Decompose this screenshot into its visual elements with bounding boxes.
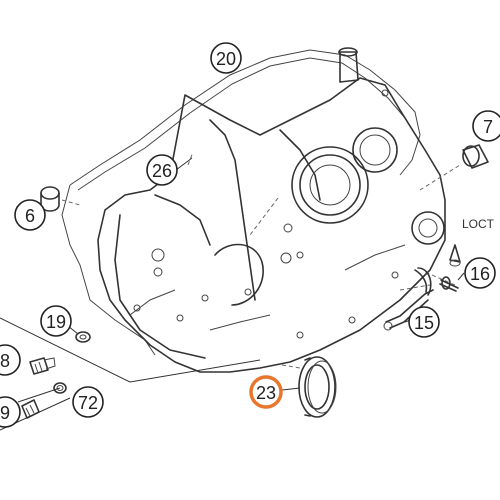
reference-lines — [0, 317, 261, 431]
callout-16: 16 — [464, 257, 496, 289]
washer-part-19 — [75, 331, 91, 343]
svg-text:6: 6 — [25, 206, 35, 226]
svg-text:16: 16 — [470, 264, 490, 284]
callout-72: 72 — [72, 386, 104, 418]
gasket-outline — [61, 49, 421, 356]
callout-9: 9 — [0, 396, 21, 428]
oil-drain-plug-part — [29, 357, 56, 375]
svg-text:7: 7 — [483, 117, 493, 137]
callout-8: 8 — [0, 344, 21, 376]
callout-15: 15 — [408, 306, 440, 338]
callout-23-highlighted: 23 — [249, 375, 283, 409]
svg-text:20: 20 — [216, 49, 236, 69]
bearing-part-23 — [298, 356, 337, 418]
bolt-part-16 — [439, 244, 461, 292]
bushing-part-7 — [462, 144, 489, 169]
callout-20: 20 — [210, 42, 242, 74]
screw-plug-part — [21, 399, 40, 419]
svg-text:19: 19 — [46, 312, 66, 332]
svg-text:72: 72 — [78, 393, 98, 413]
callout-6: 6 — [14, 199, 46, 231]
svg-text:26: 26 — [152, 161, 172, 181]
svg-text:8: 8 — [0, 351, 10, 371]
leader-lines — [67, 157, 465, 391]
svg-text:9: 9 — [0, 403, 10, 423]
callout-19: 19 — [40, 305, 72, 337]
loctite-note-label: LOCT — [462, 217, 495, 231]
svg-text:23: 23 — [256, 383, 276, 403]
svg-text:15: 15 — [414, 313, 434, 333]
assembly-guide-lines — [61, 151, 461, 369]
seal-ring-part-72 — [53, 382, 67, 394]
crankcase-half — [97, 47, 446, 373]
callout-7: 7 — [472, 110, 500, 142]
callout-26: 26 — [146, 154, 178, 186]
